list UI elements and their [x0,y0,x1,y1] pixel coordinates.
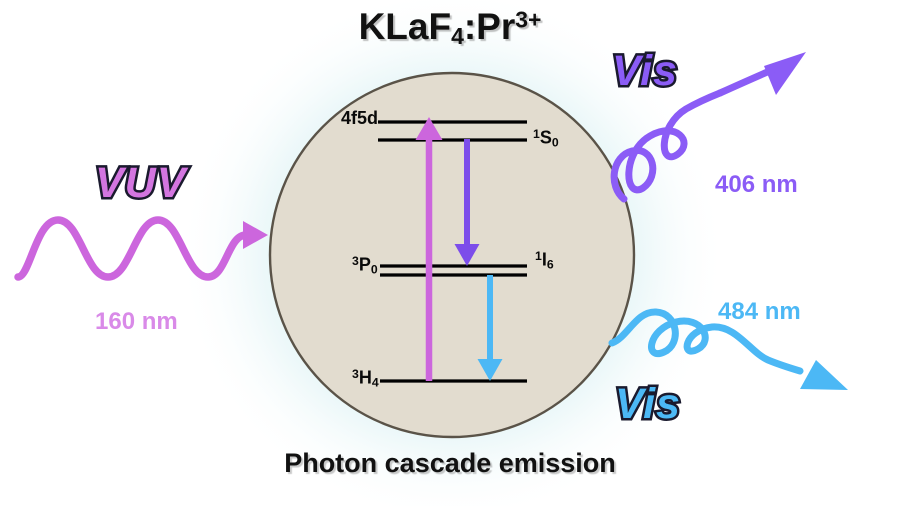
level-3H4-j: 4 [371,375,379,390]
level-label-1I6: 1I6 [535,250,554,271]
vuv-band-label: VUV VUV [92,159,187,207]
level-3P0-term: P [358,254,371,275]
level-label-3P0: 3P0 [352,255,378,276]
level-1I6-j: 6 [546,257,554,272]
vis-406-band-label-fill: Vis [612,47,678,95]
emission-406-arrow [454,139,480,266]
level-3H4-multiplicity: 3 [352,367,359,381]
vis-406-band-label-stroke: Vis [610,47,680,95]
title-dopant-charge: 3+ [515,6,542,33]
title-host-subscript: 4 [451,23,464,50]
level-3H4-term: H [358,367,372,388]
vuv-photon-wave [14,216,268,281]
wavelength-label-160nm: 160 nm [95,308,178,335]
level-3P0-multiplicity: 3 [352,254,359,268]
wavelength-label-484nm: 484 nm [718,298,801,325]
title-dopant-part: :Pr [463,6,516,47]
vuv-photon-arrowhead [243,221,268,249]
emission-484-arrow [477,275,503,381]
wavelength-label-406nm: 406 nm [715,171,798,198]
level-3P0-j: 0 [370,262,378,277]
energy-level-lines [378,120,527,383]
vis-484-band-label: Vis Vis [613,380,683,428]
vuv-band-label-fill: VUV [95,159,187,207]
nanoparticle-circle [268,71,636,439]
vis-406-photon-wave [610,52,806,203]
level-1S0-term: S [539,127,552,148]
vis-484-photon-wave [608,308,848,390]
figure-title: KLaF4:Pr3+ [0,8,900,48]
level-1I6-multiplicity: 1 [535,249,542,263]
excitation-arrow [415,117,443,381]
vis-484-photon-arrowhead [800,360,848,390]
title-host-part: KLaF [358,6,452,47]
figure-caption: Photon cascade emission [284,448,616,478]
level-1S0-multiplicity: 1 [533,127,540,141]
level-label-3H4: 3H4 [352,368,379,389]
level-label-1S0: 1S0 [533,128,559,149]
level-1S0-j: 0 [551,135,559,150]
level-label-4f5d: 4f5d [341,108,379,128]
vuv-band-label-stroke: VUV [92,159,187,207]
level-1I6-term: I [541,249,547,270]
vis-406-photon-arrowhead [764,52,806,95]
vis-406-band-label: Vis Vis [610,47,680,95]
vis-484-band-label-stroke: Vis [613,380,683,428]
vis-484-band-label-fill: Vis [615,380,681,428]
